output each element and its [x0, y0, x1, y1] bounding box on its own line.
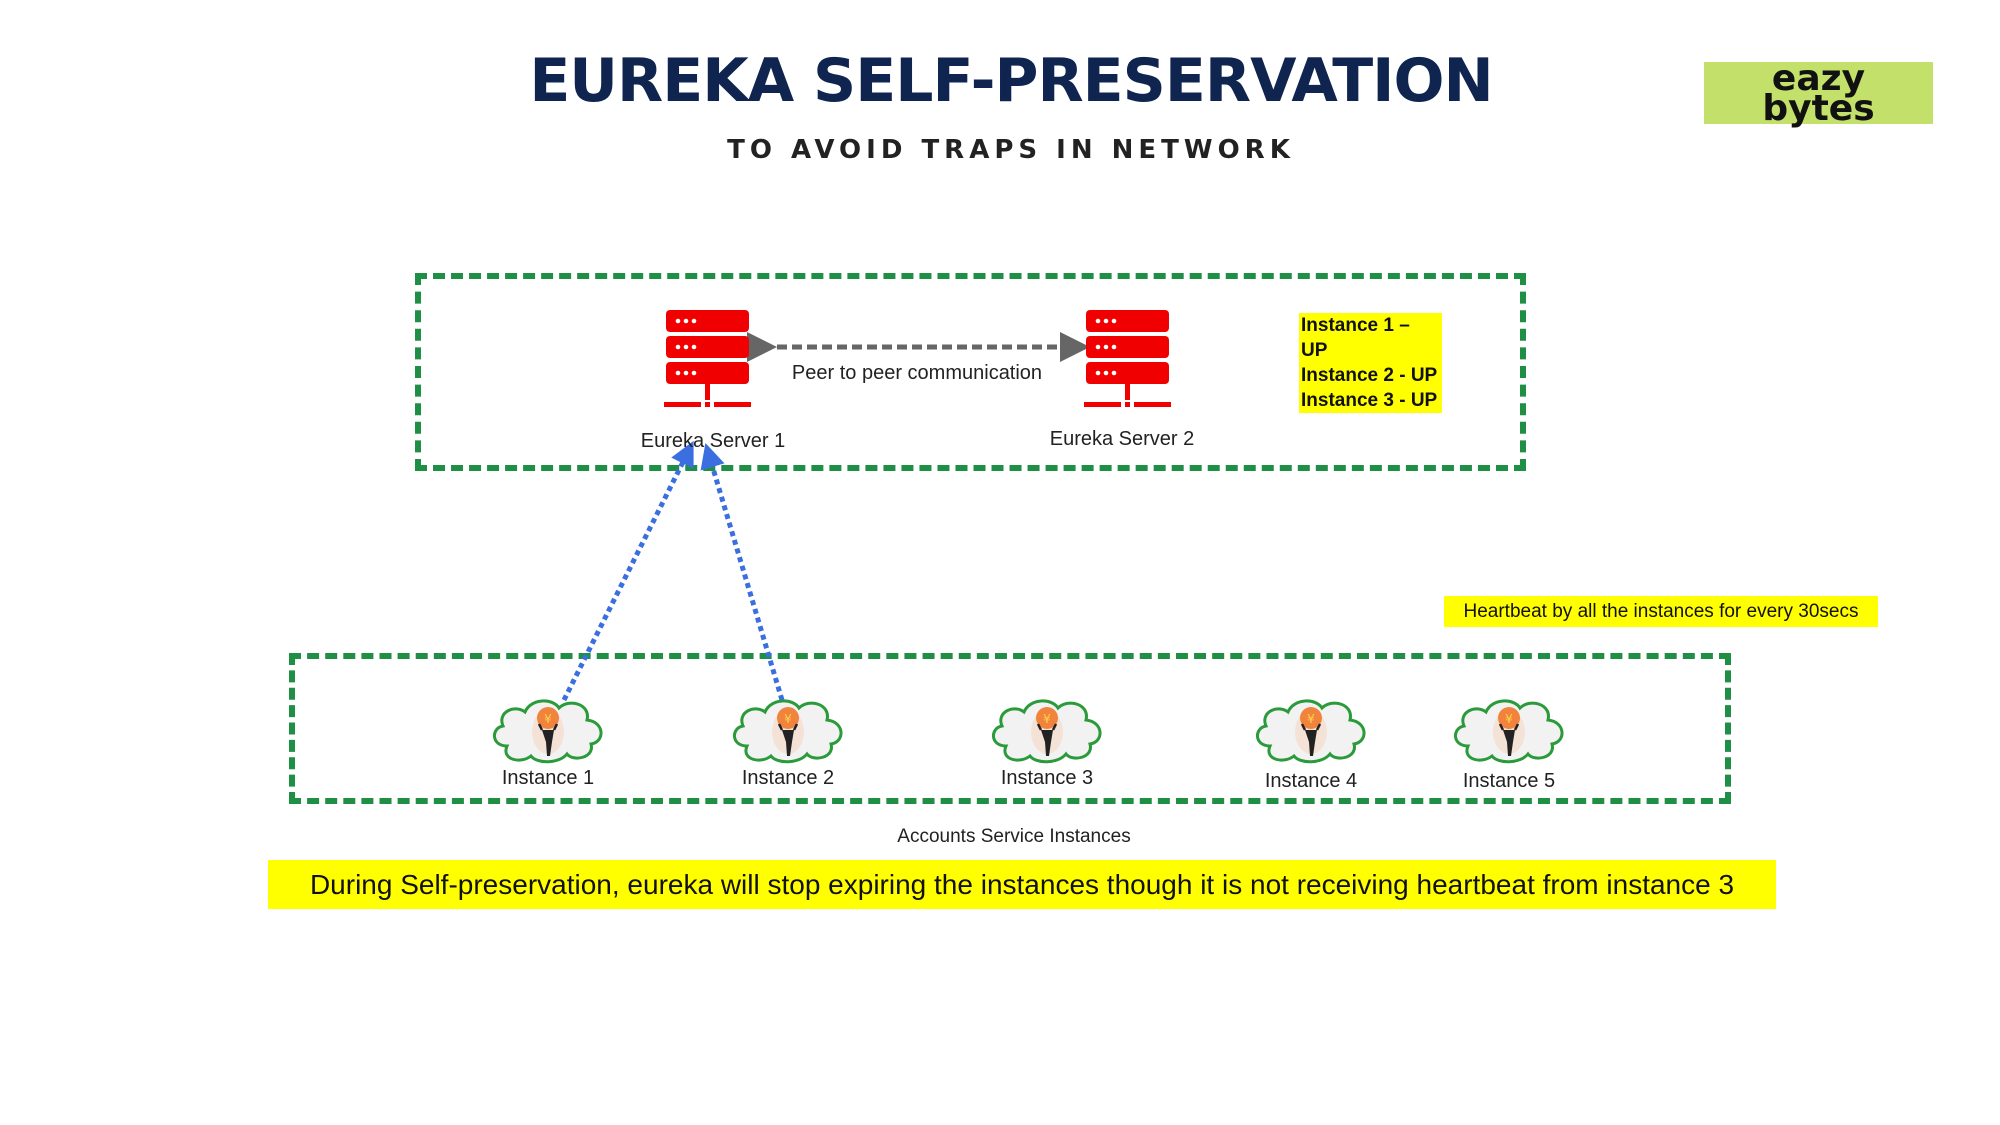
- instance-cloud-icon: ¥: [493, 699, 603, 764]
- svg-text:¥: ¥: [1307, 712, 1315, 726]
- status-item: Instance 1 – UP: [1301, 315, 1410, 361]
- logo-line-2: bytes: [1762, 88, 1875, 129]
- eazybytes-logo: eazy bytes: [1704, 58, 1933, 129]
- instance-label: Instance 1: [501, 767, 595, 789]
- instance-label: Instance 4: [1264, 770, 1358, 792]
- server-label: Eureka Server 2: [1049, 428, 1195, 450]
- instance-cloud-icon: ¥: [1256, 699, 1366, 764]
- instance-cloud-icon: ¥: [992, 699, 1102, 764]
- status-item: Instance 3 - UP: [1301, 390, 1438, 411]
- page-title: EUREKA SELF-PRESERVATION: [529, 46, 1493, 116]
- server-icon: [664, 310, 751, 407]
- group-label: Accounts Service Instances: [897, 826, 1131, 847]
- svg-text:¥: ¥: [784, 712, 792, 726]
- svg-text:¥: ¥: [1505, 712, 1513, 726]
- server-label: Eureka Server 1: [640, 430, 786, 452]
- instances-group: [289, 653, 1731, 804]
- status-item: Instance 2 - UP: [1301, 365, 1438, 386]
- svg-text:¥: ¥: [1043, 712, 1051, 726]
- logo-line-1: eazy: [1771, 58, 1866, 99]
- self-preservation-note: During Self-preservation, eureka will st…: [268, 860, 1776, 909]
- eureka-servers-group: [415, 273, 1526, 471]
- instance-label: Instance 3: [1000, 767, 1094, 789]
- instance-label: Instance 2: [741, 767, 835, 789]
- instance-cloud-icon: ¥: [1454, 699, 1564, 764]
- instance-label: Instance 5: [1462, 770, 1556, 792]
- heartbeat-note: Heartbeat by all the instances for every…: [1444, 596, 1878, 627]
- instance-status-list: Instance 1 – UP Instance 2 - UP Instance…: [1299, 313, 1442, 413]
- server-icon: [1084, 310, 1171, 407]
- peer-communication-label: Peer to peer communication: [791, 362, 1043, 384]
- heartbeat-arrow-instance-1: [561, 440, 694, 702]
- page-subtitle: TO AVOID TRAPS IN NETWORK: [727, 135, 1295, 165]
- heartbeat-arrow-instance-2: [700, 443, 785, 701]
- instance-cloud-icon: ¥: [733, 699, 843, 764]
- svg-text:¥: ¥: [544, 712, 552, 726]
